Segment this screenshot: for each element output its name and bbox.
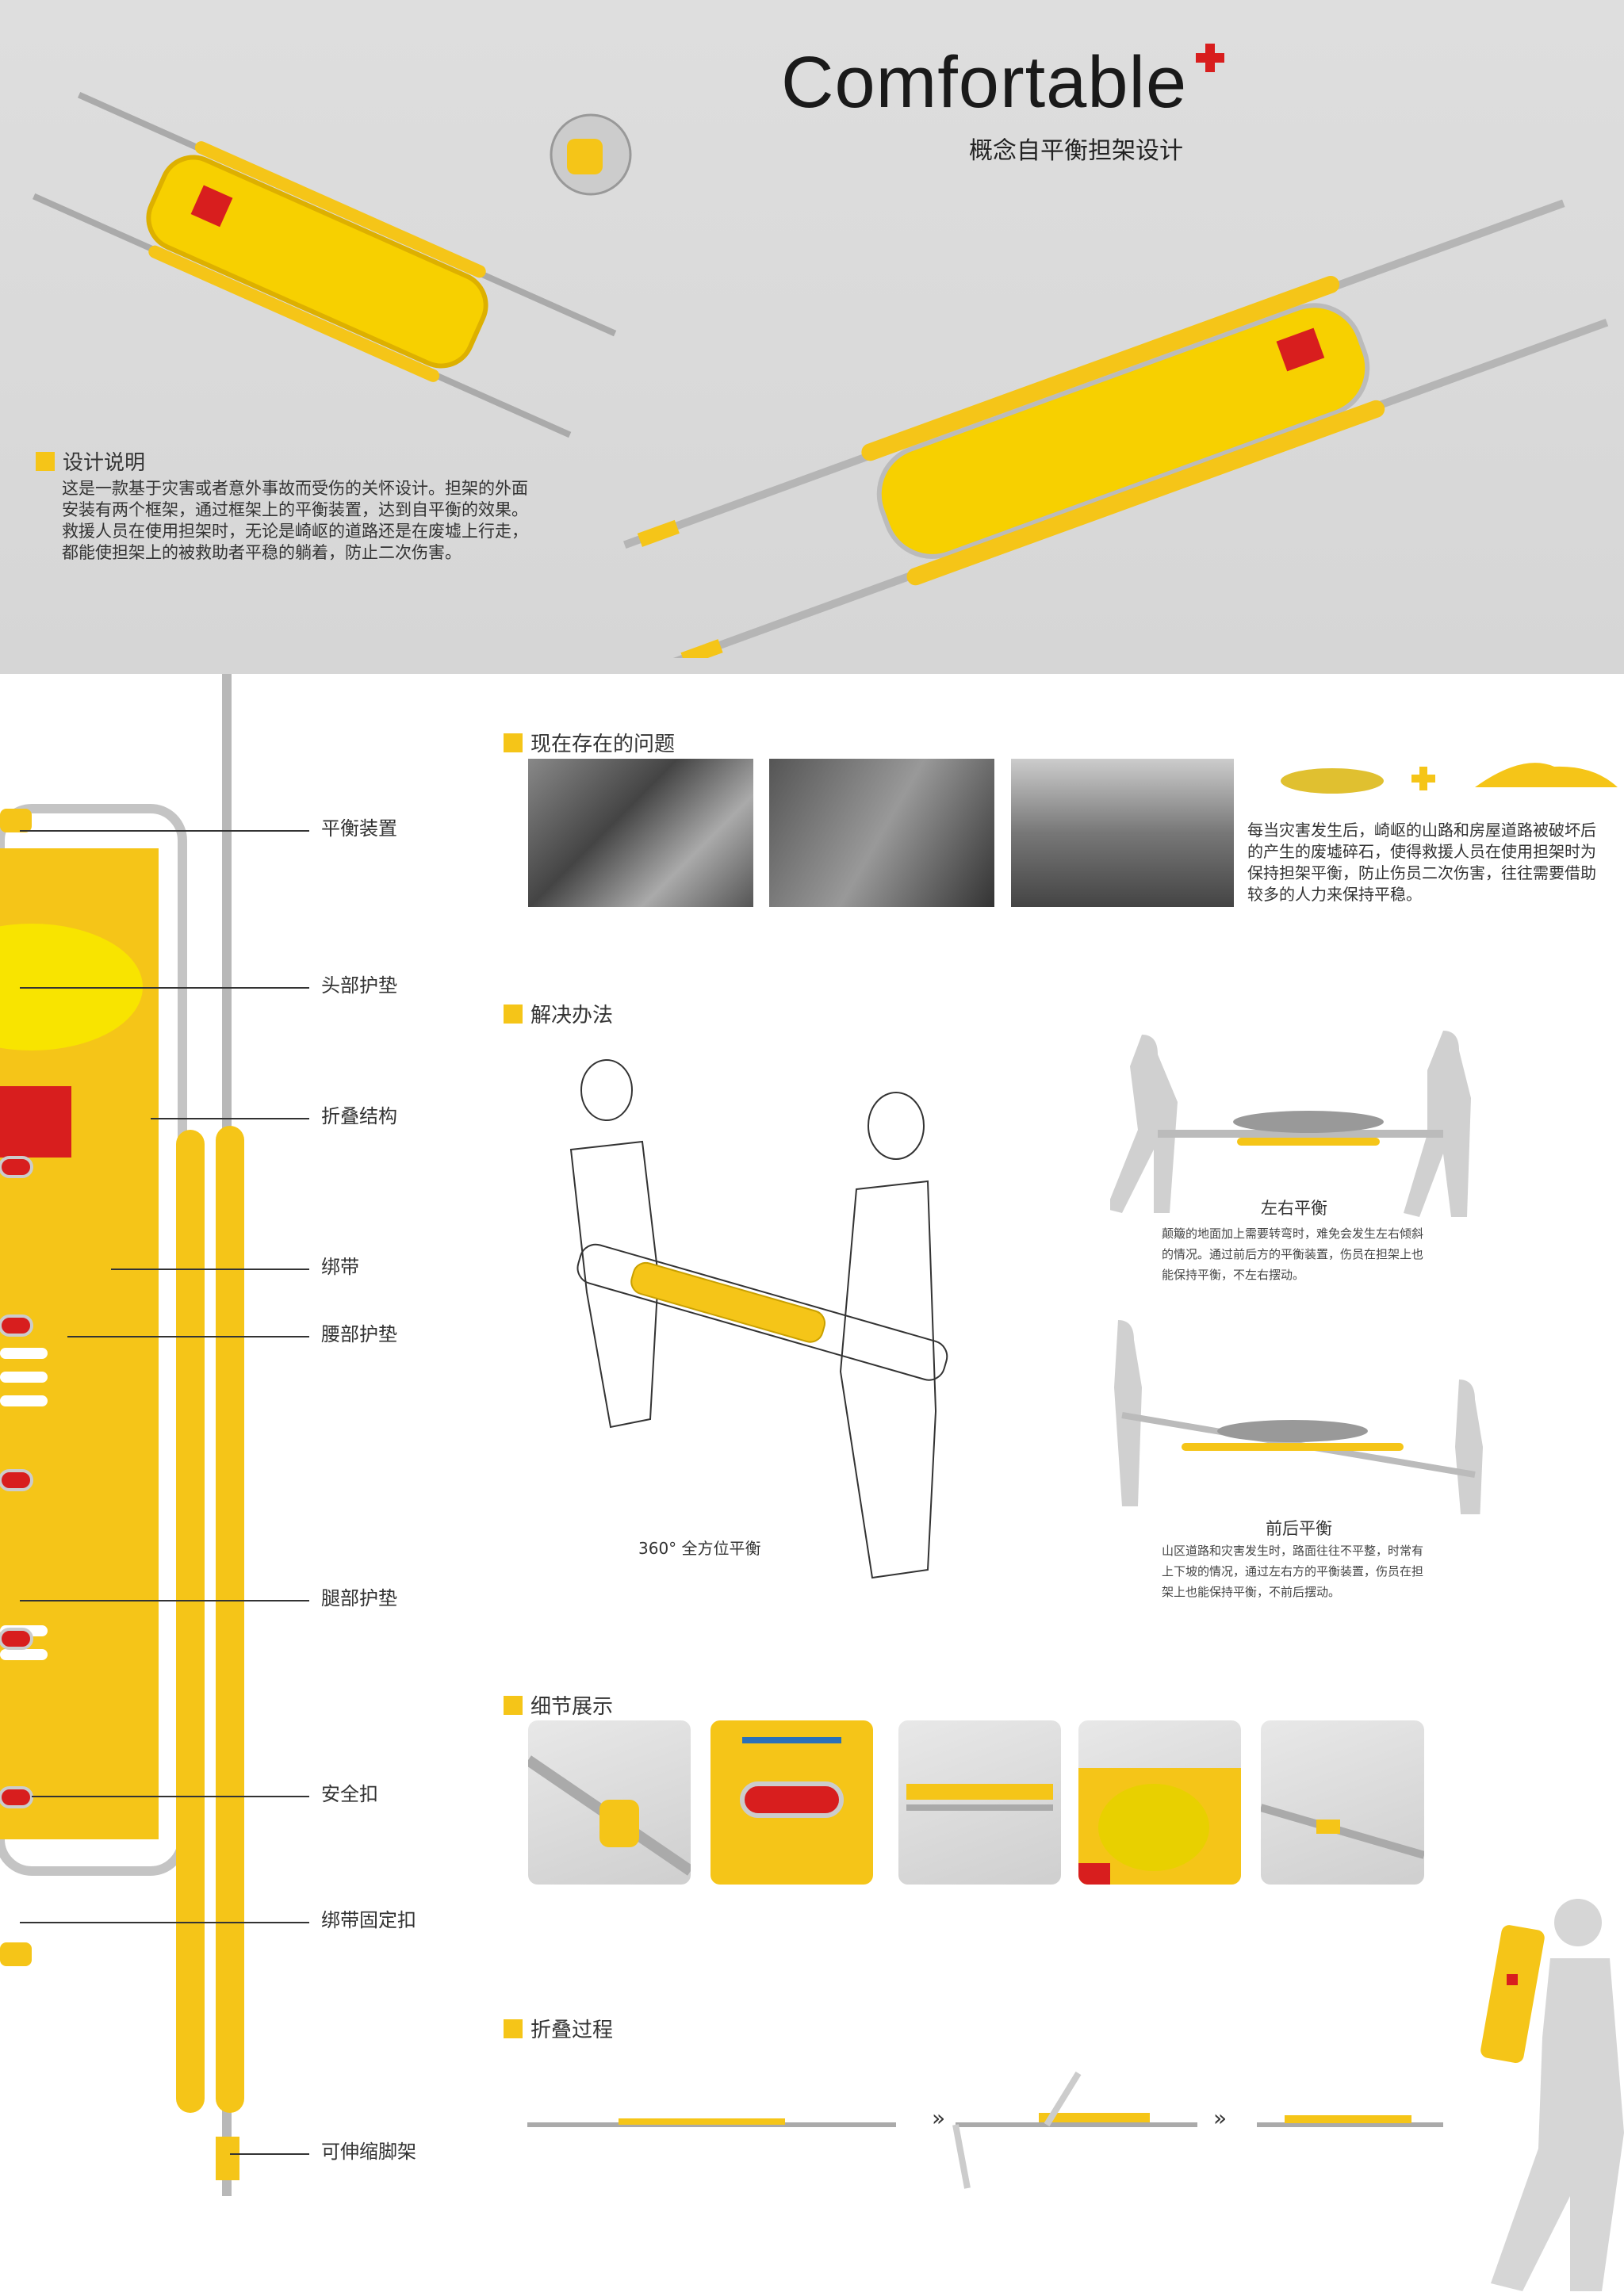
leader-line — [111, 1269, 309, 1270]
leader-line — [67, 1336, 309, 1337]
solution-heading: 解决办法 — [504, 999, 613, 1028]
part-label-safety-buckle: 安全扣 — [321, 1783, 378, 1805]
section-marker-icon — [504, 2019, 523, 2038]
step-arrow-2: » — [1213, 2105, 1228, 2131]
folding-sequence — [527, 2071, 1443, 2189]
problem-heading: 现在存在的问题 — [504, 728, 675, 757]
stretcher-closeup-render — [0, 674, 244, 2196]
detail-thumb-balance-joint — [528, 1720, 691, 1885]
front-back-balance-title: 前后平衡 — [1266, 1519, 1332, 1538]
person-carrying-stretcher-silhouette — [1480, 1899, 1624, 2291]
detail-thumb-folding — [898, 1720, 1061, 1885]
text-line: 能保持平衡，不左右摆动。 — [1162, 1268, 1305, 1282]
detail-thumb-buckle — [710, 1720, 873, 1885]
text-line: 每当灾害发生后，崎岖的山路和房屋道路被破坏后 — [1247, 821, 1596, 840]
part-label-strap-fastener: 绑带固定扣 — [321, 1909, 416, 1931]
detail-thumb-telescopic-leg — [1261, 1720, 1424, 1885]
text-line: 救援人员在使用担架时，无论是崎岖的道路还是在废墟上行走， — [62, 522, 528, 541]
design-note-heading: 设计说明 — [36, 446, 145, 476]
section-marker-icon — [504, 733, 523, 752]
part-label-telescopic-leg: 可伸缩脚架 — [321, 2141, 416, 2163]
text-line: 山区道路和灾害发生时，路面往往不平整，时常有 — [1162, 1544, 1424, 1558]
page-subtitle: 概念自平衡担架设计 — [969, 137, 1183, 165]
leader-line — [20, 1922, 309, 1923]
side-balance-title: 左右平衡 — [1261, 1199, 1327, 1218]
details-heading: 细节展示 — [504, 1690, 613, 1720]
text-line: 这是一款基于灾害或者意外事故而受伤的关怀设计。担架的外面 — [62, 479, 528, 498]
part-label-strap: 绑带 — [321, 1256, 359, 1278]
part-label-folding-structure: 折叠结构 — [321, 1105, 397, 1127]
balance-360-caption: 360° 全方位平衡 — [638, 1539, 761, 1558]
stretcher-render-small — [33, 91, 617, 438]
front-back-balance-illustration — [1114, 1320, 1483, 1514]
red-cross-icon — [1196, 44, 1224, 72]
photo-hill-rescue — [769, 759, 994, 907]
photo-carrying-stretcher — [1011, 759, 1234, 907]
side-balance-body: 颠簸的地面加上需要转弯时，难免会发生左右倾斜 的情况。通过前后方的平衡装置，伤员… — [1162, 1223, 1423, 1285]
part-label-waist-pad: 腰部护垫 — [321, 1323, 397, 1345]
heading-text: 细节展示 — [530, 1695, 614, 1719]
text-line: 的产生的废墟碎石，使得救援人员在使用担架时为 — [1247, 842, 1596, 861]
front-back-balance-body: 山区道路和灾害发生时，路面往往不平整，时常有 上下坡的情况，通过左右方的平衡装置… — [1162, 1540, 1423, 1602]
text-line: 架上也能保持平衡，不前后摆动。 — [1162, 1585, 1341, 1599]
text-line: 都能使担架上的被救助者平稳的躺着，防止二次伤害。 — [62, 543, 462, 562]
leader-line — [151, 1118, 309, 1119]
step-arrow-1: » — [932, 2105, 946, 2131]
heading-text: 折叠过程 — [530, 2019, 614, 2042]
photo-rubble-rescue — [528, 759, 753, 907]
problem-body: 每当灾害发生后，崎岖的山路和房屋道路被破坏后 的产生的废墟碎石，使得救援人员在使… — [1247, 820, 1596, 905]
section-marker-icon — [36, 451, 55, 471]
part-label-head-pad: 头部护垫 — [321, 974, 397, 997]
sketch-two-carriers — [569, 1059, 948, 1579]
detail-thumb-head-pad — [1078, 1720, 1241, 1885]
text-line: 保持担架平衡，防止伤员二次伤害，往往需要借助 — [1247, 863, 1596, 882]
folding-heading: 折叠过程 — [504, 2014, 613, 2043]
design-note-body: 这是一款基于灾害或者意外事故而受伤的关怀设计。担架的外面 安装有两个框架，通过框… — [62, 478, 528, 564]
leader-line — [20, 1600, 309, 1601]
leader-line — [20, 987, 309, 989]
text-line: 安装有两个框架，通过框架上的平衡装置，达到自平衡的效果。 — [62, 500, 528, 519]
leader-line — [32, 1796, 309, 1797]
text-line: 颠簸的地面加上需要转弯时，难免会发生左右倾斜 — [1162, 1226, 1424, 1241]
rubble-plus-hill-icon — [1281, 763, 1618, 794]
part-label-leg-pad: 腿部护垫 — [321, 1587, 397, 1609]
text-line: 较多的人力来保持平稳。 — [1247, 885, 1422, 904]
leader-line — [230, 2153, 309, 2155]
stretcher-render-large — [623, 199, 1609, 658]
detail-inset-knob — [550, 113, 632, 196]
section-marker-icon — [504, 1695, 523, 1715]
page-title: Comfortable — [781, 42, 1188, 123]
section-marker-icon — [504, 1004, 523, 1024]
heading-text: 解决办法 — [530, 1004, 614, 1027]
text-line: 的情况。通过前后方的平衡装置，伤员在担架上也 — [1162, 1247, 1424, 1261]
text-line: 上下坡的情况，通过左右方的平衡装置，伤员在担 — [1162, 1564, 1424, 1578]
part-label-balance-device: 平衡装置 — [321, 817, 397, 840]
leader-line — [20, 830, 309, 832]
heading-text: 现在存在的问题 — [530, 733, 676, 756]
heading-text: 设计说明 — [63, 451, 146, 475]
side-balance-illustration — [1110, 1031, 1471, 1217]
